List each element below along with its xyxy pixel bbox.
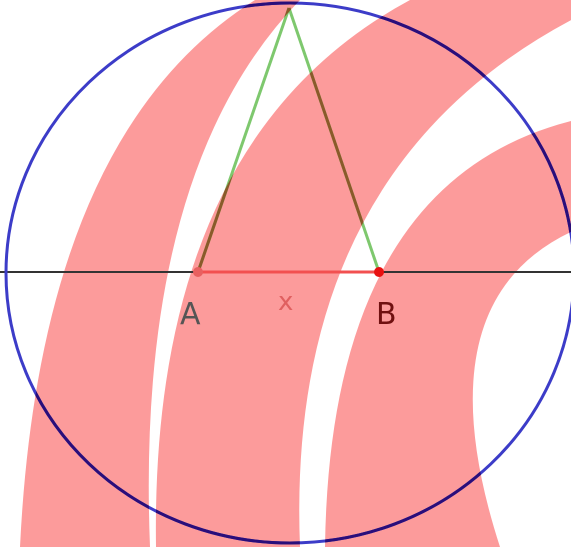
band-left-outer (20, 0, 300, 547)
side-b-apex-in-band (287, 7, 381, 273)
triangle-sides (196, 7, 381, 273)
label-a: A (180, 297, 201, 332)
side-a-apex-in-band (196, 7, 291, 273)
background-bands (20, 0, 571, 547)
label-x: x (278, 287, 293, 317)
point-b (374, 267, 384, 277)
band-right (325, 121, 571, 547)
band-center (155, 0, 571, 547)
point-a (193, 267, 203, 277)
label-b: B (376, 297, 397, 332)
circle-in-band (4, 1, 571, 545)
